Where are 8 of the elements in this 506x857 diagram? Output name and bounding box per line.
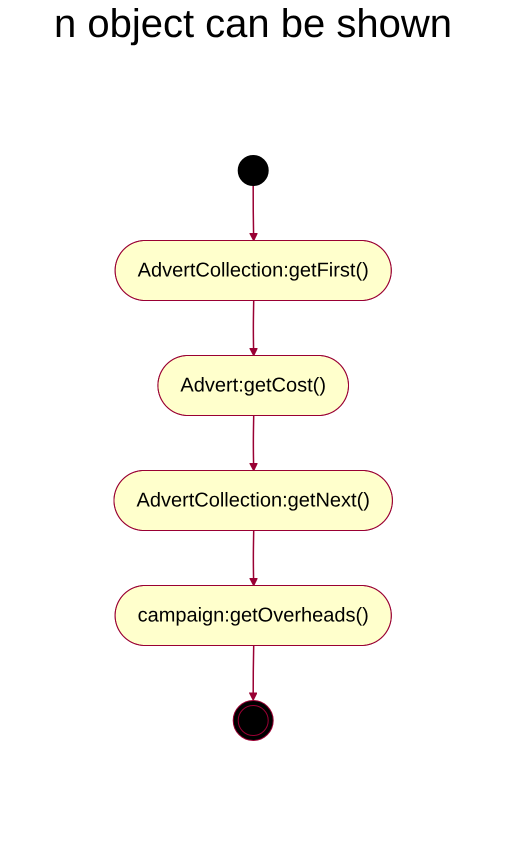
arrow: [248, 416, 258, 472]
node-bullseye: [232, 700, 274, 741]
arrow: [248, 530, 258, 586]
arrow: [248, 186, 258, 242]
node-circle: [238, 155, 268, 186]
heading-text: n object can be shown: [52, 1, 454, 48]
arrow: [248, 646, 258, 701]
arrow: [248, 300, 258, 356]
